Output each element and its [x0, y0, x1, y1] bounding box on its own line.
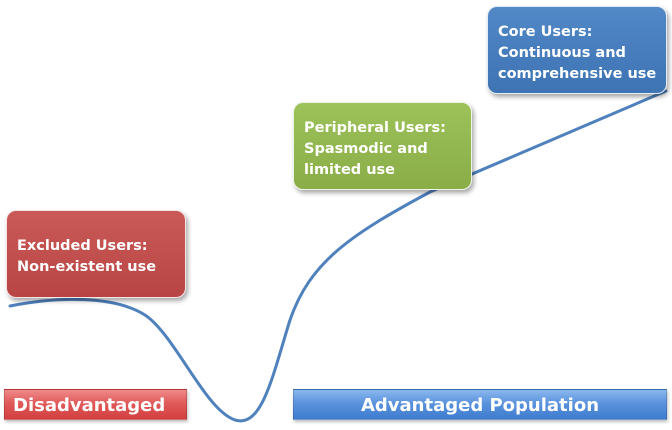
- callout-peripheral-title: Peripheral Users:: [304, 120, 446, 136]
- callout-core-title: Core Users:: [498, 24, 593, 40]
- disadvantaged-band: Disadvantaged: [4, 389, 187, 420]
- callout-core-description-2: comprehensive use: [498, 66, 657, 82]
- callout-excluded-description: Non-existent use: [17, 259, 157, 275]
- advantaged-population-band: Advantaged Population: [293, 389, 667, 420]
- disadvantaged-label: Disadvantaged: [13, 395, 166, 416]
- callout-excluded-title: Excluded Users:: [17, 238, 148, 254]
- callout-excluded-users: Excluded Users: Non-existent use: [6, 210, 186, 298]
- callout-core-users: Core Users: Continuous and comprehensive…: [487, 6, 667, 94]
- usage-curve: [8, 89, 668, 423]
- callout-peripheral-description-2: limited use: [304, 162, 396, 178]
- callout-core-description-1: Continuous and: [498, 45, 626, 61]
- callout-peripheral-users: Peripheral Users: Spasmodic and limited …: [293, 102, 472, 190]
- callout-peripheral-description-1: Spasmodic and: [304, 141, 428, 157]
- advantaged-population-label: Advantaged Population: [360, 395, 600, 416]
